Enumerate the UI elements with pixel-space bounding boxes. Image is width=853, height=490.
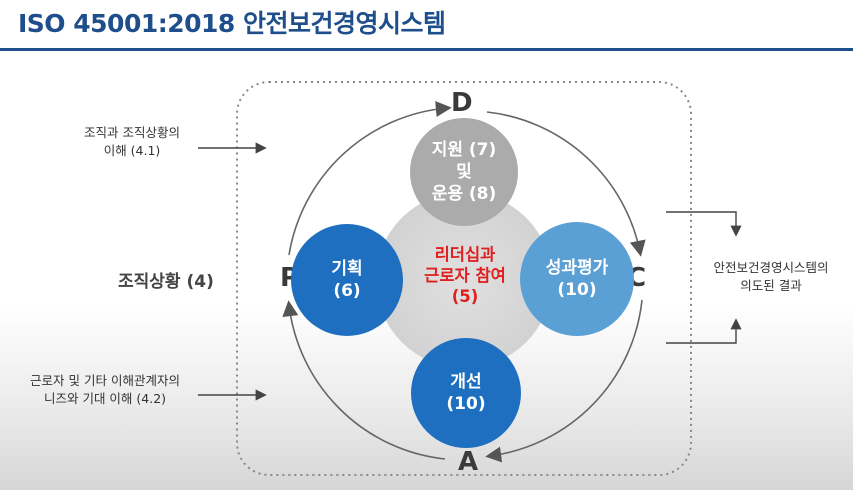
improvement-line2: (10): [446, 394, 486, 414]
support-line2: 및: [456, 162, 472, 182]
support-line3: 운용 (8): [431, 184, 497, 204]
arc-a-to-p: [282, 300, 446, 460]
arc-p-to-d: [288, 101, 452, 256]
performance-evaluation-circle: 성과평가 (10): [520, 222, 634, 336]
arc-d-to-c: [486, 111, 646, 257]
page-title: ISO 45001:2018 안전보건경영시스템: [18, 9, 446, 38]
pdca-letter-d: D: [451, 88, 473, 118]
output-arrow-bottom: [666, 318, 742, 344]
improvement-circle: 개선 (10): [411, 338, 521, 448]
intended-outcome-label: 안전보건경영시스템의 의도된 결과: [696, 259, 846, 295]
title-divider: [0, 48, 853, 51]
core-circle: [376, 192, 552, 368]
arc-c-to-a: [485, 299, 643, 463]
leadership-line2: 근로자 참여: [424, 266, 506, 285]
parties-line1: 근로자 및 기타 이해관계자의: [30, 373, 180, 388]
context-heading: 조직상황 (4): [118, 272, 214, 292]
parties-label: 근로자 및 기타 이해관계자의 니즈와 기대 이해 (4.2): [10, 372, 200, 408]
context-issue-line1: 조직과 조직상황의: [84, 125, 180, 140]
context-issue-line2: 이해 (4.1): [103, 143, 161, 158]
evaluation-line1: 성과평가: [545, 258, 609, 278]
planning-line1: 기획: [331, 259, 363, 279]
parties-line2: 니즈와 기대 이해 (4.2): [43, 391, 167, 406]
leadership-line1: 리더십과: [434, 245, 496, 264]
support-operation-circle: 지원 (7) 및 운용 (8): [410, 118, 518, 226]
leadership-line3: (5): [451, 287, 479, 306]
context-issue-label: 조직과 조직상황의 이해 (4.1): [62, 124, 202, 160]
outcome-line1: 안전보건경영시스템의: [713, 260, 829, 275]
planning-line2: (6): [333, 281, 361, 301]
evaluation-line2: (10): [557, 280, 597, 300]
improvement-line1: 개선: [450, 372, 482, 392]
planning-circle: 기획 (6): [291, 224, 403, 336]
support-line1: 지원 (7): [431, 140, 497, 160]
output-arrow-top: [666, 211, 742, 237]
outcome-line2: 의도된 결과: [740, 278, 802, 293]
organization-boundary: [236, 81, 692, 476]
leadership-participation-label: 리더십과 근로자 참여 (5): [395, 244, 535, 307]
pdca-letter-a: A: [458, 447, 479, 477]
